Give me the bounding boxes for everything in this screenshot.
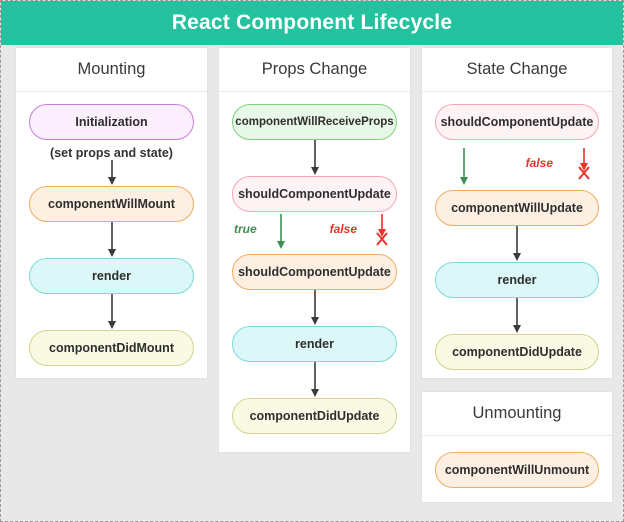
node-initialization-caption: (set props and state) (50, 146, 173, 160)
branch-label-true-props: true (234, 222, 257, 236)
panel-props-change-body: componentWillReceiveProps shouldComponen… (219, 92, 410, 446)
arrow-will-update-to-render-state (510, 226, 524, 262)
arrow-render-to-did-update-state (510, 298, 524, 334)
node-component-did-update-state[interactable]: componentDidUpdate (435, 334, 599, 370)
panel-mounting-body: Initialization (set props and state) com… (16, 92, 207, 378)
arrow-will-mount-to-render (105, 222, 119, 258)
arrow-will-receive-props-to-should-update (308, 140, 322, 176)
node-component-will-update-state[interactable]: componentWillUpdate (435, 190, 599, 226)
branch-label-false-props: false (329, 222, 357, 236)
panel-unmounting: Unmounting componentWillUnmount (421, 391, 613, 503)
panel-unmounting-body: componentWillUnmount (422, 436, 612, 500)
branch-label-false-state: false (525, 156, 553, 170)
arrow-false-state-x-icon (575, 148, 593, 186)
panel-state-change: State Change shouldComponentUpdate false (421, 47, 613, 379)
node-render-mounting[interactable]: render (29, 258, 194, 294)
panel-unmounting-title: Unmounting (472, 404, 562, 422)
node-initialization[interactable]: Initialization (29, 104, 194, 140)
node-should-component-update-props[interactable]: shouldComponentUpdate (232, 176, 397, 212)
branch-state-change: false (435, 140, 599, 190)
node-render-props[interactable]: render (232, 326, 397, 362)
node-render-state[interactable]: render (435, 262, 599, 298)
panel-mounting-title: Mounting (77, 60, 146, 78)
panel-props-change: Props Change componentWillReceiveProps s… (218, 47, 411, 453)
node-component-did-update-props[interactable]: componentDidUpdate (232, 398, 397, 434)
arrow-initialization-to-will-mount (105, 160, 119, 186)
panel-props-change-header: Props Change (219, 48, 410, 92)
panel-unmounting-header: Unmounting (422, 392, 612, 436)
panel-mounting-header: Mounting (16, 48, 207, 92)
node-should-component-update-state[interactable]: shouldComponentUpdate (435, 104, 599, 140)
arrow-true-props-icon (274, 214, 288, 250)
arrow-true-state-icon (457, 148, 471, 186)
arrow-false-props-x-icon (373, 214, 391, 250)
arrow-render-to-did-update-props (308, 362, 322, 398)
node-component-will-unmount[interactable]: componentWillUnmount (435, 452, 599, 488)
arrow-render-to-did-mount (105, 294, 119, 330)
node-component-did-mount[interactable]: componentDidMount (29, 330, 194, 366)
branch-props-change: true false (232, 212, 397, 254)
node-will-update-props[interactable]: shouldComponentUpdate (232, 254, 397, 290)
panel-state-change-title: State Change (466, 60, 568, 78)
node-component-will-receive-props[interactable]: componentWillReceiveProps (232, 104, 397, 140)
panel-props-change-title: Props Change (261, 60, 368, 78)
panel-state-change-body: shouldComponentUpdate false componentWil… (422, 92, 612, 382)
node-component-will-mount[interactable]: componentWillMount (29, 186, 194, 222)
page-header-banner: React Component Lifecycle (1, 1, 623, 45)
page-title: React Component Lifecycle (171, 11, 453, 34)
panel-mounting: Mounting Initialization (set props and s… (15, 47, 208, 379)
panel-state-change-header: State Change (422, 48, 612, 92)
arrow-will-update-to-render-props (308, 290, 322, 326)
